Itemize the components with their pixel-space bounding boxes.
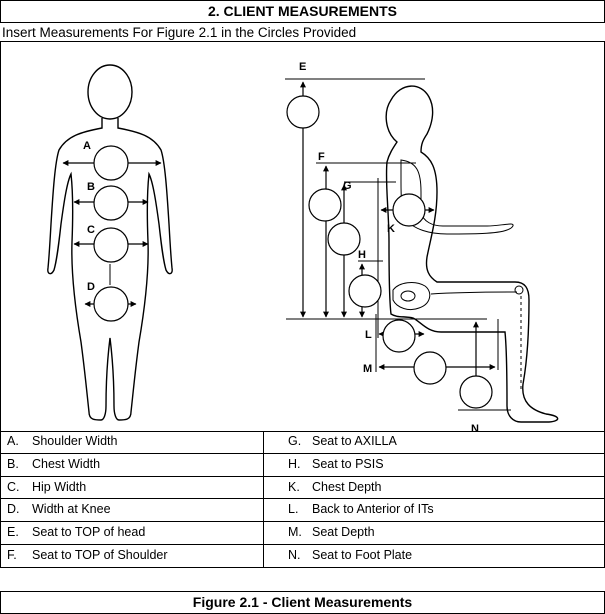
circle-h[interactable]	[349, 275, 381, 307]
legend-text: Chest Width	[32, 454, 100, 475]
label-b: B	[87, 181, 95, 193]
circle-a[interactable]	[94, 146, 128, 180]
legend-letter: K.	[288, 477, 300, 498]
legend-letter: C.	[7, 477, 20, 498]
label-k: K	[387, 223, 395, 235]
label-d: D	[87, 281, 95, 293]
legend-letter: M.	[288, 522, 302, 543]
side-measurements	[287, 82, 495, 408]
label-m: M	[363, 363, 372, 375]
figure-caption: Figure 2.1 - Client Measurements	[0, 591, 605, 614]
circle-e[interactable]	[287, 96, 319, 128]
legend-text: Back to Anterior of ITs	[312, 499, 434, 520]
legend-letter: H.	[288, 454, 301, 475]
section-title: 2. CLIENT MEASUREMENTS	[0, 0, 605, 23]
legend-text: Seat to TOP of head	[32, 522, 145, 543]
legend-row: A. Shoulder Width G. Seat to AXILLA	[1, 431, 604, 454]
circle-d[interactable]	[94, 287, 128, 321]
circle-c[interactable]	[94, 228, 128, 262]
label-c: C	[87, 224, 95, 236]
circle-m[interactable]	[414, 352, 446, 384]
label-f: F	[318, 151, 325, 163]
side-reference-lines	[285, 79, 511, 410]
measurement-diagram: A B C D E F G H K L M N	[1, 42, 604, 431]
legend-letter: F.	[7, 545, 17, 566]
legend-text: Hip Width	[32, 477, 86, 498]
circle-k[interactable]	[393, 194, 425, 226]
label-l: L	[365, 329, 372, 341]
legend-letter: N.	[288, 545, 301, 566]
legend-row: B. Chest Width H. Seat to PSIS	[1, 454, 604, 477]
legend-text: Seat Depth	[312, 522, 375, 543]
legend-row: E. Seat to TOP of head M. Seat Depth	[1, 522, 604, 545]
label-h: H	[358, 249, 366, 261]
label-a: A	[83, 140, 91, 152]
circle-n[interactable]	[460, 376, 492, 408]
circle-f[interactable]	[309, 189, 341, 221]
legend-text: Seat to AXILLA	[312, 431, 397, 452]
instruction-text: Insert Measurements For Figure 2.1 in th…	[2, 25, 356, 41]
label-g: G	[343, 180, 352, 192]
legend-letter: L.	[288, 499, 298, 520]
legend-text: Shoulder Width	[32, 431, 117, 452]
legend-letter: B.	[7, 454, 19, 475]
side-body-outline	[386, 86, 557, 422]
circle-g[interactable]	[328, 223, 360, 255]
legend-row: F. Seat to TOP of Shoulder N. Seat to Fo…	[1, 545, 604, 568]
legend-letter: G.	[288, 431, 301, 452]
legend-text: Width at Knee	[32, 499, 111, 520]
label-n: N	[471, 423, 479, 431]
legend-row: D. Width at Knee L. Back to Anterior of …	[1, 499, 604, 522]
measurement-legend: A. Shoulder Width G. Seat to AXILLA B. C…	[0, 431, 605, 568]
legend-letter: A.	[7, 431, 19, 452]
legend-text: Seat to Foot Plate	[312, 545, 412, 566]
label-e: E	[299, 61, 306, 73]
circle-l[interactable]	[383, 320, 415, 352]
legend-letter: D.	[7, 499, 20, 520]
legend-text: Seat to TOP of Shoulder	[32, 545, 168, 566]
legend-letter: E.	[7, 522, 19, 543]
legend-text: Seat to PSIS	[312, 454, 384, 475]
measurement-figure: A B C D E F G H K L M N	[0, 41, 605, 432]
legend-text: Chest Depth	[312, 477, 381, 498]
circle-b[interactable]	[94, 186, 128, 220]
legend-row: C. Hip Width K. Chest Depth	[1, 477, 604, 500]
